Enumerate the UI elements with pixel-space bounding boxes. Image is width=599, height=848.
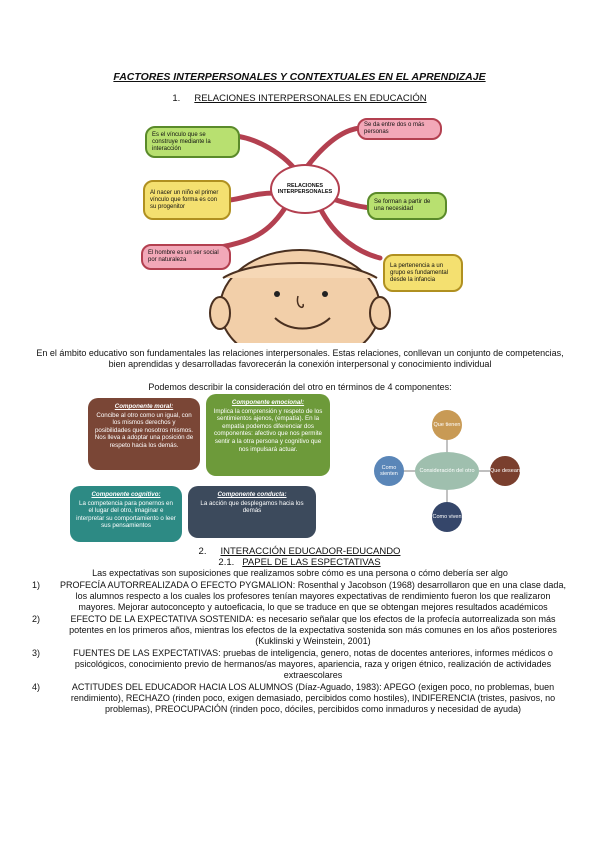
mind-map-node-pertenencia: La pertenencia a un grupo es fundamental… — [383, 254, 463, 292]
mind-map-node-necesidad: Se forman a partir de una necesidad — [367, 192, 447, 220]
mind-map-node-progenitor: Al nacer un niño el primer vínculo que f… — [143, 180, 231, 220]
list-item-number: 2) — [32, 614, 41, 624]
page-title: FACTORES INTERPERSONALES Y CONTEXTUALES … — [113, 71, 486, 83]
component-conducta-title: Componente conducta: — [217, 491, 287, 498]
section-21-number: 2.1. — [218, 557, 235, 568]
component-cognitivo-title: Componente cognitivo: — [91, 491, 161, 498]
mind-map-node-personas: Se da entre dos o más personas — [357, 118, 442, 140]
section-1-number: 1. — [172, 93, 181, 104]
mind-map-graphics — [202, 125, 391, 343]
components-intro: Podemos describir la consideración del o… — [148, 382, 452, 392]
component-moral-text: Concibe al otro como un igual, con los m… — [94, 411, 194, 449]
cycle-top: Que tienen — [432, 410, 462, 440]
list-item: 2) EFECTO DE LA EXPECTATIVA SOSTENIDA: e… — [32, 614, 568, 647]
component-conducta: Componente conducta: La acción que despl… — [188, 486, 316, 538]
expectations-list: 1) PROFECÍA AUTORREALIZADA O EFECTO PYGM… — [32, 580, 568, 715]
components-grid: Componente moral: Concibe al otro como u… — [70, 394, 332, 546]
cycle-right: Que desean — [490, 456, 520, 486]
section-21-heading: 2.1. PAPEL DE LAS ESPECTATIVAS — [0, 557, 599, 568]
component-moral: Componente moral: Concibe al otro como u… — [88, 398, 200, 470]
component-emocional: Componente emocional: Implica la compren… — [206, 394, 330, 476]
list-item-number: 1) — [32, 580, 41, 590]
component-conducta-text: La acción que desplegamos hacia los demá… — [200, 499, 304, 515]
component-cognitivo: Componente cognitivo: La competencia par… — [70, 486, 182, 542]
mind-map: RELACIONES INTERPERSONALES Es el vínculo… — [135, 108, 465, 343]
section-2-number: 2. — [198, 546, 207, 557]
section-1-heading: 1. RELACIONES INTERPERSONALES EN EDUCACIÓ… — [0, 93, 599, 104]
list-item-text: EFECTO DE LA EXPECTATIVA SOSTENIDA: es n… — [69, 614, 557, 646]
component-emocional-text: Implica la comprensión y respeto de los … — [213, 407, 323, 453]
component-moral-title: Componente moral: — [114, 403, 174, 410]
list-item-text: FUENTES DE LAS EXPECTATIVAS: pruebas de … — [73, 648, 553, 680]
list-item-number: 3) — [32, 648, 41, 658]
section-2-title: INTERACCIÓN EDUCADOR-EDUCANDO — [220, 546, 401, 557]
cycle-left: Como sienten — [374, 456, 404, 486]
section-21-title: PAPEL DE LAS ESPECTATIVAS — [242, 557, 381, 568]
consideration-cycle: Consideración del otro Que tienen Que de… — [372, 408, 522, 534]
component-cognitivo-text: La competencia para ponernos en el lugar… — [76, 499, 176, 530]
list-item: 3) FUENTES DE LAS EXPECTATIVAS: pruebas … — [32, 648, 568, 681]
mind-map-center: RELACIONES INTERPERSONALES — [270, 164, 340, 214]
section-2-heading: 2. INTERACCIÓN EDUCADOR-EDUCANDO — [0, 546, 599, 557]
expectations-intro: Las expectativas son suposiciones que re… — [92, 568, 508, 578]
mind-map-node-social: El hombre es un ser social por naturalez… — [141, 244, 231, 270]
list-item: 1) PROFECÍA AUTORREALIZADA O EFECTO PYGM… — [32, 580, 568, 613]
intro-paragraph: En el ámbito educativo son fundamentales… — [36, 348, 564, 369]
mind-map-node-vinculo: Es el vínculo que se construye mediante … — [145, 126, 240, 158]
list-item-text: ACTITUDES DEL EDUCADOR HACIA LOS ALUMNOS… — [70, 682, 556, 714]
section-1-title: RELACIONES INTERPERSONALES EN EDUCACIÓN — [194, 93, 427, 104]
list-item-text: PROFECÍA AUTORREALIZADA O EFECTO PYGMALI… — [60, 580, 566, 612]
cycle-bottom: Como viven — [432, 502, 462, 532]
component-emocional-title: Componente emocional: — [231, 399, 305, 406]
list-item-number: 4) — [32, 682, 41, 692]
cycle-center: Consideración del otro — [415, 452, 479, 490]
list-item: 4) ACTITUDES DEL EDUCADOR HACIA LOS ALUM… — [32, 682, 568, 715]
